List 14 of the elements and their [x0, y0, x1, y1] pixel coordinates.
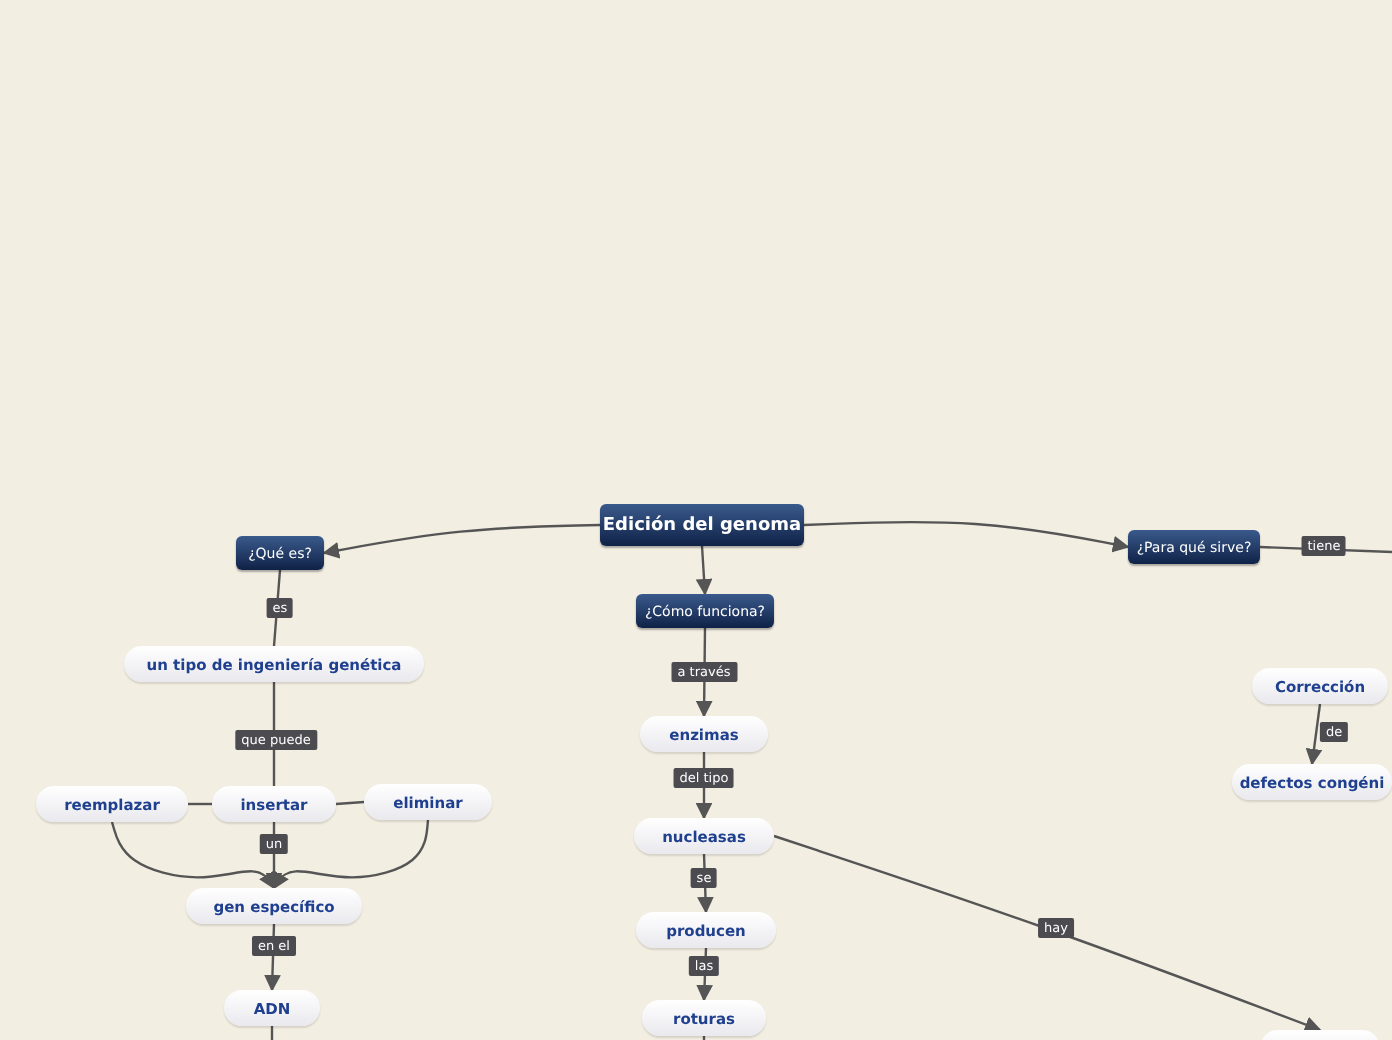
connector-line [695, 545, 713, 596]
connector-line [322, 523, 601, 559]
connector-line [697, 853, 714, 914]
connector-line [803, 520, 1130, 553]
connector-line [773, 834, 1322, 1033]
connector-line [188, 802, 212, 806]
topic-box: Edición del genoma [600, 504, 804, 546]
connector-line [335, 800, 365, 806]
connector-line [1305, 703, 1323, 766]
connector-line [110, 821, 276, 890]
connector-line [702, 1036, 706, 1040]
connector-line [272, 819, 430, 890]
connector-line [270, 1026, 274, 1040]
connector-line [272, 569, 282, 647]
